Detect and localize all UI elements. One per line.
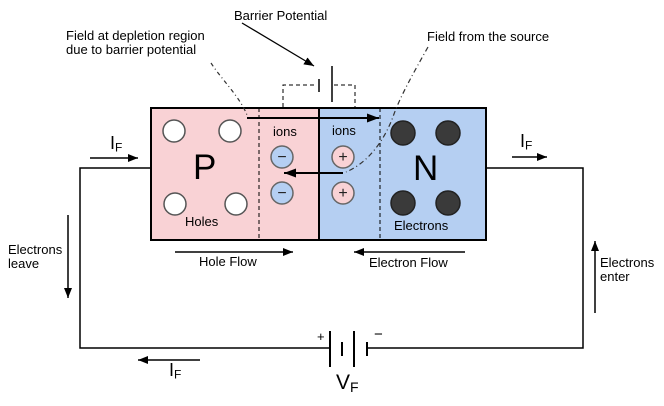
negative-ion-circle — [270, 181, 294, 205]
right-circuit-wire — [368, 167, 584, 349]
current-symbol: I — [520, 131, 526, 151]
barrier-battery — [282, 66, 356, 107]
positive-ion-circle — [331, 181, 355, 205]
voltage-symbol: V — [336, 371, 351, 394]
electrons-enter-line1: Electrons — [600, 255, 655, 270]
field-source-label: Field from the source — [427, 29, 550, 44]
hole-circle — [218, 119, 242, 143]
barrier-potential-label: Barrier Potential — [234, 8, 328, 23]
holes-group — [162, 119, 248, 216]
electron-flow-label: Electron Flow — [369, 255, 448, 270]
electron-circle — [390, 190, 416, 216]
current-subscript: F — [525, 138, 533, 153]
hole-flow-label: Hole Flow — [199, 254, 257, 269]
source-battery — [329, 331, 368, 367]
electrons-enter-label: Electrons enter — [600, 256, 654, 284]
battery-plus-sign: + — [317, 329, 325, 344]
minus-ion-symbol: − — [277, 185, 286, 202]
ions-label-p-side: ions — [273, 124, 297, 139]
electrons-label: Electrons — [394, 218, 449, 233]
electrons-leave-label: Electrons leave — [8, 243, 62, 271]
negative-ions-group: − − — [270, 145, 294, 205]
electrons-leave-line2: leave — [8, 256, 40, 271]
electrons-group — [390, 120, 461, 216]
electrons-leave-line1: Electrons — [8, 242, 63, 257]
plus-ion-symbol: + — [338, 185, 347, 202]
if-label-top-right: IF — [520, 132, 532, 151]
electron-circle — [435, 120, 461, 146]
if-label-top-left: IF — [110, 134, 122, 153]
barrier-battery-dashed-wire-right — [334, 84, 356, 107]
ions-label-n-side: ions — [332, 123, 356, 138]
n-region-label: N — [413, 149, 439, 188]
current-symbol: I — [169, 360, 175, 380]
hole-circle — [163, 192, 187, 216]
current-subscript: F — [115, 140, 123, 155]
plus-ion-symbol: + — [338, 149, 347, 166]
hole-circle — [162, 119, 186, 143]
field-depletion-label: Field at depletion region due to barrier… — [66, 29, 205, 57]
electron-circle — [435, 190, 461, 216]
field-depletion-label-line1: Field at depletion region — [66, 28, 205, 43]
electron-circle — [390, 120, 416, 146]
positive-ions-group: + + — [331, 145, 355, 205]
p-region-label: P — [193, 148, 217, 187]
field-depletion-label-connector — [210, 62, 248, 116]
voltage-subscript: F — [350, 378, 359, 395]
field-depletion-label-line2: due to barrier potential — [66, 42, 197, 57]
left-circuit-wire — [79, 167, 329, 349]
minus-ion-symbol: − — [277, 149, 286, 166]
current-symbol: I — [110, 133, 116, 153]
electrons-enter-line2: enter — [600, 269, 630, 284]
field-source-label-connector — [345, 46, 429, 173]
barrier-battery-dashed-wire-left — [282, 84, 317, 107]
vf-label: VF — [336, 372, 359, 394]
current-subscript: F — [174, 367, 182, 382]
hole-circle — [224, 192, 248, 216]
barrier-potential-pointer-arrow — [241, 22, 315, 67]
battery-minus-sign: − — [374, 326, 383, 343]
holes-label: Holes — [185, 214, 219, 229]
negative-ion-circle — [270, 145, 294, 169]
positive-ion-circle — [331, 145, 355, 169]
if-label-bottom: IF — [169, 361, 181, 380]
